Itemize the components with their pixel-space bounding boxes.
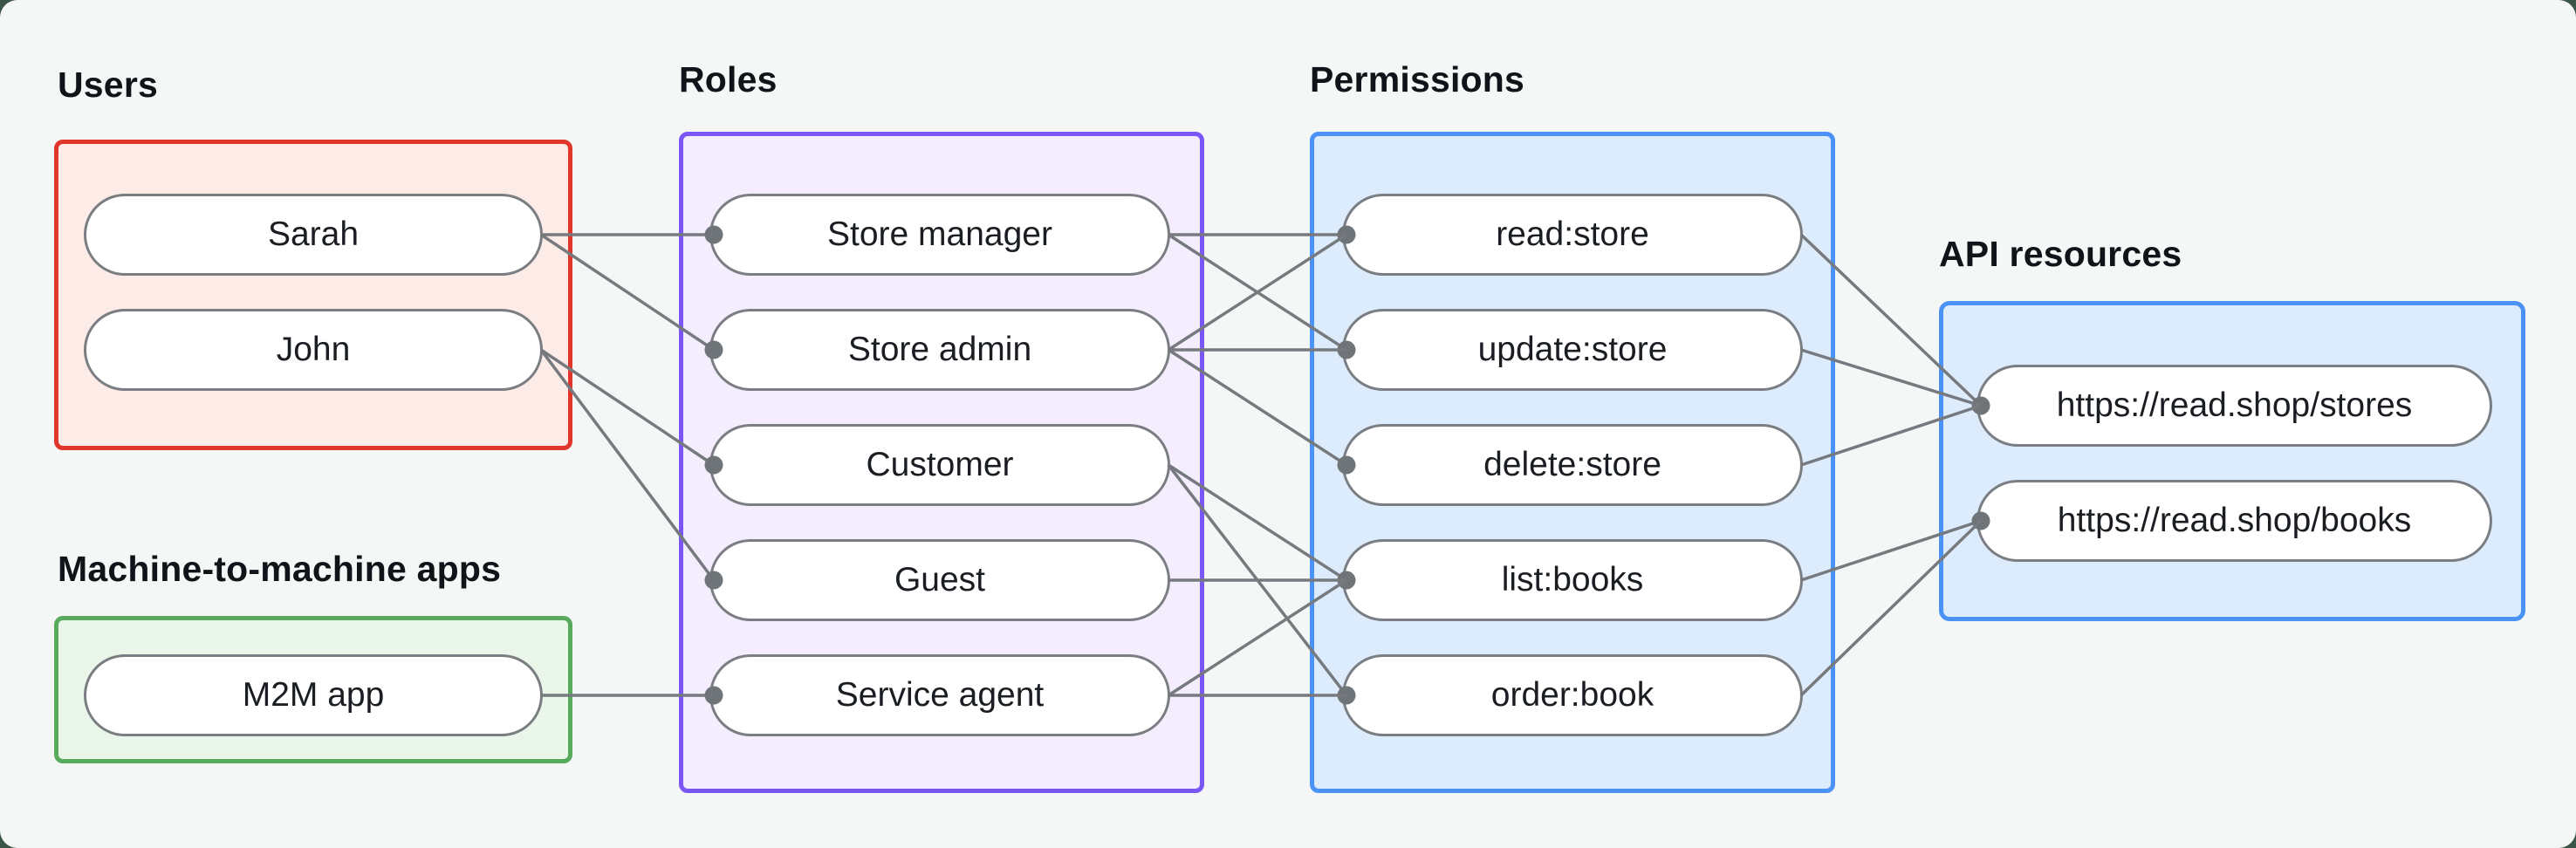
users-group-box [54, 140, 572, 450]
node-customer: Customer [709, 424, 1170, 506]
node-order-book: order:book [1342, 654, 1803, 736]
roles-group-label: Roles [679, 59, 778, 99]
node-update-store: update:store [1342, 309, 1803, 391]
node-books-api: https://read.shop/books [1977, 480, 2492, 562]
m2m-apps-group-label: Machine-to-machine apps [58, 549, 502, 589]
node-sarah: Sarah [84, 194, 543, 276]
api-resources-group-box [1939, 301, 2525, 621]
node-read-store: read:store [1342, 194, 1803, 276]
node-guest: Guest [709, 539, 1170, 621]
node-store-admin: Store admin [709, 309, 1170, 391]
node-m2m-app: M2M app [84, 654, 543, 736]
node-store-manager: Store manager [709, 194, 1170, 276]
node-service-agent: Service agent [709, 654, 1170, 736]
node-delete-store: delete:store [1342, 424, 1803, 506]
node-stores-api: https://read.shop/stores [1977, 365, 2492, 447]
api-resources-group-label: API resources [1939, 234, 2182, 274]
permissions-group-label: Permissions [1310, 59, 1525, 99]
node-john: John [84, 309, 543, 391]
node-list-books: list:books [1342, 539, 1803, 621]
users-group-label: Users [58, 65, 158, 105]
